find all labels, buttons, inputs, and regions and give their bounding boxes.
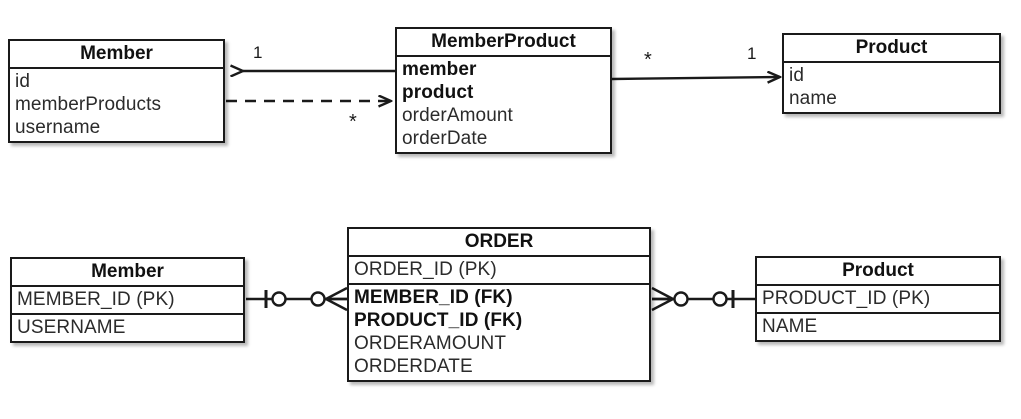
member-table-section-key: MEMBER_ID (PK) <box>12 285 243 313</box>
member-order-relationship <box>246 286 348 312</box>
column-orderamount: ORDERAMOUNT <box>354 333 507 354</box>
member-table-section-columns: USERNAME <box>12 313 243 341</box>
attribute-username: username <box>15 117 101 138</box>
attribute-orderDate: orderDate <box>402 128 488 149</box>
product-table-title: Product <box>842 260 914 281</box>
order-table[interactable]: ORDER ORDER_ID (PK) MEMBER_ID (FK) PRODU… <box>347 227 651 382</box>
member-table-title: Member <box>91 261 164 282</box>
product-class-title: Product <box>855 37 928 58</box>
attribute-id: id <box>789 65 804 86</box>
memberproduct-to-product-association <box>611 77 780 79</box>
member-class[interactable]: Member id memberProducts username <box>8 39 225 143</box>
column-orderdate: ORDERDATE <box>354 356 473 377</box>
attribute-memberProducts: memberProducts <box>15 94 162 115</box>
attribute-id: id <box>15 71 30 92</box>
column-product-id: PRODUCT_ID (PK) <box>762 288 931 309</box>
column-order-id: ORDER_ID (PK) <box>354 259 497 280</box>
column-member-id-fk: MEMBER_ID (FK) <box>354 287 513 308</box>
product-table-section-columns: NAME <box>757 312 999 340</box>
zero-circle-right-2 <box>712 291 728 307</box>
member-class-title: Member <box>80 43 153 64</box>
order-table-title: ORDER <box>464 231 534 252</box>
product-table[interactable]: Product PRODUCT_ID (PK) NAME <box>755 256 1001 342</box>
order-product-relationship <box>651 286 755 312</box>
member-class-attributes: id memberProducts username <box>10 67 223 141</box>
attribute-member: member <box>402 59 477 80</box>
order-table-section-key: ORDER_ID (PK) <box>349 255 649 283</box>
memberproduct-class-title: MemberProduct <box>431 31 576 52</box>
column-name: NAME <box>762 316 818 337</box>
order-table-section-columns: MEMBER_ID (FK) PRODUCT_ID (FK) ORDERAMOU… <box>349 283 649 380</box>
column-username: USERNAME <box>17 317 126 338</box>
product-table-section-key: PRODUCT_ID (PK) <box>757 284 999 312</box>
multiplicity-many-memberproduct: * <box>349 111 357 133</box>
product-class-attributes: id name <box>784 61 999 112</box>
column-product-id-fk: PRODUCT_ID (FK) <box>354 310 523 331</box>
zero-circle-left <box>271 291 287 307</box>
crowsfoot-left <box>651 286 674 312</box>
multiplicity-one-member: 1 <box>253 43 263 62</box>
memberproduct-class-attributes: member product orderAmount orderDate <box>397 55 610 152</box>
multiplicity-one-product: 1 <box>747 44 757 63</box>
zero-circle-right <box>310 291 326 307</box>
attribute-product: product <box>402 82 474 103</box>
multiplicity-many-source-product: * <box>644 49 652 71</box>
product-class[interactable]: Product id name <box>782 33 1001 114</box>
zero-circle-left-2 <box>673 291 689 307</box>
column-member-id: MEMBER_ID (PK) <box>17 289 175 310</box>
memberproduct-class[interactable]: MemberProduct member product orderAmount… <box>395 27 612 154</box>
crowsfoot-right <box>325 286 348 312</box>
member-table[interactable]: Member MEMBER_ID (PK) USERNAME <box>10 257 245 343</box>
attribute-orderAmount: orderAmount <box>402 105 513 126</box>
attribute-name: name <box>789 88 837 109</box>
